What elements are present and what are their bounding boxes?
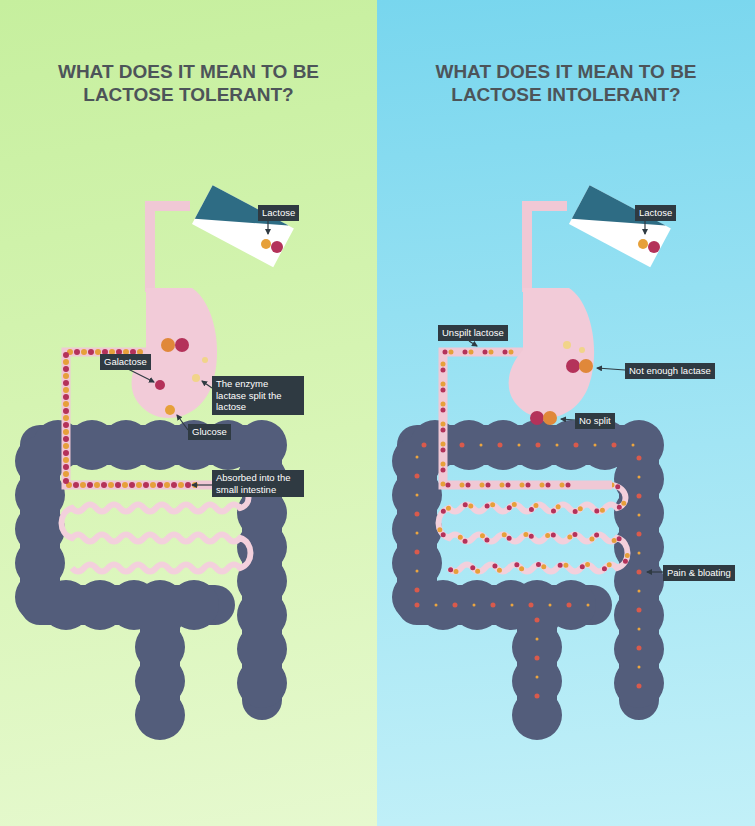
galactose-dots (66, 352, 200, 485)
panel-heading: WHAT DOES IT MEAN TO BE LACTOSE INTOLERA… (416, 60, 716, 106)
milk-carton (192, 185, 294, 267)
esophagus (150, 206, 190, 292)
callout-box: Absorbed into the small intestine (212, 470, 304, 497)
digestive-illustration (0, 0, 377, 826)
callout-label: No split (579, 415, 611, 427)
leader-line (561, 419, 575, 420)
glucose-molecule (543, 411, 557, 425)
glucose-dots (66, 352, 200, 485)
carton-top (195, 185, 289, 259)
glucose-molecule (261, 239, 271, 249)
glucose-molecule (638, 239, 648, 249)
lactase-enzyme (563, 341, 571, 349)
callout-label: Unspilt lactose (442, 327, 504, 339)
callout-label: Lactose (639, 207, 672, 219)
milk-carton (569, 185, 671, 267)
leader-line (177, 415, 188, 430)
leader-line (192, 484, 212, 485)
carton-top (572, 185, 666, 259)
callout-label: Glucose (192, 426, 227, 438)
callout-box: The enzyme lactase split the lactose (212, 376, 304, 415)
callout-box: Galactose (100, 354, 151, 370)
leader-line (644, 221, 645, 234)
lactase-enzyme (579, 347, 585, 353)
unsplit-lactose-dots (439, 485, 628, 572)
callout-label: Galactose (104, 356, 147, 368)
leader-line (647, 571, 663, 572)
small-intestine-coils (62, 485, 251, 572)
leader-line (202, 381, 212, 388)
stomach (509, 288, 595, 418)
callout-label: Pain & bloating (667, 567, 731, 579)
galactose-molecule (175, 338, 189, 352)
galactose-molecule (566, 359, 580, 373)
stomach (132, 288, 218, 418)
lactase-enzyme (202, 357, 208, 363)
unsplit-lactose-dots (443, 352, 582, 485)
galactose-molecule (271, 241, 283, 253)
galactose-molecule (530, 411, 544, 425)
lactase-enzyme (192, 374, 200, 382)
callout-label: Lactose (262, 207, 295, 219)
glucose-molecule (165, 405, 175, 415)
comparison-panel: WHAT DOES IT MEAN TO BE LACTOSE INTOLERA… (377, 0, 755, 826)
galactose-molecule (648, 241, 660, 253)
unsplit-lactose-dots (439, 485, 628, 572)
callout-box: No split (575, 413, 615, 429)
esophagus (527, 206, 567, 292)
comparison-panel: WHAT DOES IT MEAN TO BE LACTOSE TOLERANT… (0, 0, 377, 826)
unsplit-lactose-dots (443, 352, 582, 485)
callout-box: Lactose (635, 205, 676, 221)
callout-box: Not enough lactase (625, 363, 715, 379)
glucose-molecule (161, 338, 175, 352)
callout-box: Glucose (188, 424, 231, 440)
small-intestine-coils (439, 485, 628, 572)
glucose-molecule (579, 359, 593, 373)
carton-body (569, 185, 671, 267)
galactose-molecule (155, 380, 165, 390)
digestive-illustration (377, 0, 755, 826)
leader-line (597, 368, 625, 370)
callout-box: Lactose (258, 205, 299, 221)
callout-box: Pain & bloating (663, 565, 735, 581)
carton-body (192, 185, 294, 267)
callout-label: Not enough lactase (629, 365, 711, 377)
callout-box: Unspilt lactose (438, 325, 508, 341)
leader-line (267, 221, 268, 234)
leader-line (469, 341, 477, 346)
panel-heading: WHAT DOES IT MEAN TO BE LACTOSE TOLERANT… (39, 60, 339, 106)
callout-label: The enzyme lactase split the lactose (216, 378, 300, 413)
callout-label: Absorbed into the small intestine (216, 472, 300, 495)
leader-line (128, 369, 154, 382)
